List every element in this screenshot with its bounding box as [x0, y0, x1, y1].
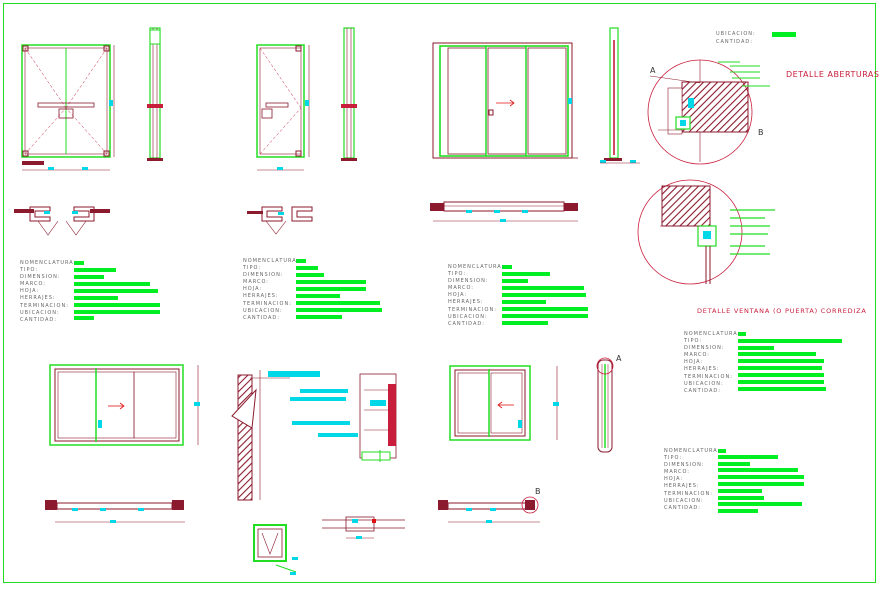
spec-label: MARCO:: [664, 469, 690, 476]
spec-label: HOJA:: [684, 359, 704, 366]
sliding-door-plan: [430, 201, 578, 222]
spec-label: UBICACION:: [243, 307, 283, 314]
window-jamb-detail: [359, 373, 397, 462]
callout-b-lower: B: [535, 487, 541, 496]
spec-label: DIMENSION:: [243, 272, 284, 279]
ubicacion-label-top: UBICACION:: [716, 31, 756, 37]
detalle-aberturas-title: DETALLE ABERTURAS: [786, 70, 880, 79]
wall-section-detail: [231, 370, 358, 501]
spec-block-2: NOMENCLATURA: TIPO: DIMENSION: MARCO: HO…: [243, 258, 299, 322]
single-door-elevation: [256, 44, 310, 171]
spec-label: CANTIDAD:: [664, 504, 701, 511]
spec-label: TERMINACION:: [243, 300, 292, 307]
spec-values-5: [718, 449, 804, 513]
spec-values-3: [502, 265, 588, 325]
callout-a-upper: A: [650, 66, 656, 75]
spec-label: TIPO:: [243, 265, 262, 272]
spec-label: CANTIDAD:: [684, 387, 721, 394]
single-door-plan: [247, 206, 313, 235]
spec-label: TIPO:: [448, 271, 467, 278]
spec-label: HOJA:: [448, 292, 468, 299]
sheet-border: [3, 3, 876, 583]
spec-label: TIPO:: [20, 267, 39, 274]
spec-label: NOMENCLATURA:: [664, 448, 721, 454]
spec-label: CANTIDAD:: [448, 320, 485, 327]
detail-circle-lower: [637, 179, 775, 285]
single-door-section: [341, 27, 357, 161]
spec-label: HERRAJES:: [20, 295, 56, 302]
spec-label: NOMENCLATURA:: [243, 258, 300, 264]
spec-label: CANTIDAD:: [243, 314, 280, 321]
spec-block-3: NOMENCLATURA: TIPO: DIMENSION: MARCO: HO…: [448, 264, 504, 328]
spec-label: MARCO:: [20, 281, 46, 288]
sliding-door-section: [600, 27, 640, 164]
spec-values-4: [738, 332, 842, 391]
double-door-section: [147, 27, 163, 161]
spec-values-2: [296, 259, 382, 319]
spec-label: NOMENCLATURA:: [20, 260, 77, 266]
spec-label: UBICACION:: [684, 380, 724, 387]
threshold-detail: [322, 516, 405, 539]
two-pane-window-plan: [438, 496, 540, 523]
spec-label: TIPO:: [664, 455, 683, 462]
spec-label: DIMENSION:: [684, 345, 725, 352]
callout-b-upper: B: [758, 128, 764, 137]
spec-label: HERRAJES:: [684, 366, 720, 373]
double-door-elevation: [21, 44, 115, 171]
spec-label: HERRAJES:: [664, 483, 700, 490]
spec-label: DIMENSION:: [664, 462, 705, 469]
spec-values-1: [74, 261, 160, 320]
spec-label: UBICACION:: [664, 497, 704, 504]
spec-label: MARCO:: [684, 352, 710, 359]
two-pane-window-elevation: [449, 365, 559, 441]
sliding-door-elevation: [432, 42, 578, 159]
spec-block-4: NOMENCLATURA: TIPO: DIMENSION: MARCO: HO…: [684, 331, 740, 395]
callout-a-lower: A: [616, 354, 622, 363]
spec-block-1: NOMENCLATURA: TIPO: DIMENSION: MARCO: HO…: [20, 260, 76, 324]
spec-label: UBICACION:: [448, 313, 488, 320]
spec-label: TIPO:: [684, 338, 703, 345]
small-jamb-plan: [253, 524, 298, 575]
spec-label: TERMINACION:: [20, 302, 69, 309]
spec-label: TERMINACION:: [684, 373, 733, 380]
spec-label: NOMENCLATURA:: [448, 264, 505, 270]
spec-label: DIMENSION:: [20, 274, 61, 281]
sliding-window-plan: [45, 500, 185, 523]
spec-label: HOJA:: [243, 286, 263, 293]
spec-label: MARCO:: [448, 285, 474, 292]
spec-label: HOJA:: [664, 476, 684, 483]
spec-label: TERMINACION:: [664, 490, 713, 497]
spec-label: MARCO:: [243, 279, 269, 286]
spec-label: TERMINACION:: [448, 306, 497, 313]
spec-label: HERRAJES:: [243, 293, 279, 300]
sliding-window-elevation: [49, 364, 200, 446]
spec-label: HERRAJES:: [448, 299, 484, 306]
spec-label: CANTIDAD:: [20, 316, 57, 323]
cantidad-label-top: CANTIDAD:: [716, 39, 753, 45]
spec-block-5: NOMENCLATURA: TIPO: DIMENSION: MARCO: HO…: [664, 448, 720, 512]
spec-label: DIMENSION:: [448, 278, 489, 285]
spec-label: NOMENCLATURA:: [684, 331, 741, 337]
spec-label: UBICACION:: [20, 309, 60, 316]
spec-label: HOJA:: [20, 288, 40, 295]
window-vertical-section: [596, 357, 614, 453]
detail-circle-upper: [647, 32, 796, 165]
detalle-ventana-title: DETALLE VENTANA (O PUERTA) CORREDIZA: [697, 307, 867, 315]
double-door-plan: [14, 206, 110, 236]
